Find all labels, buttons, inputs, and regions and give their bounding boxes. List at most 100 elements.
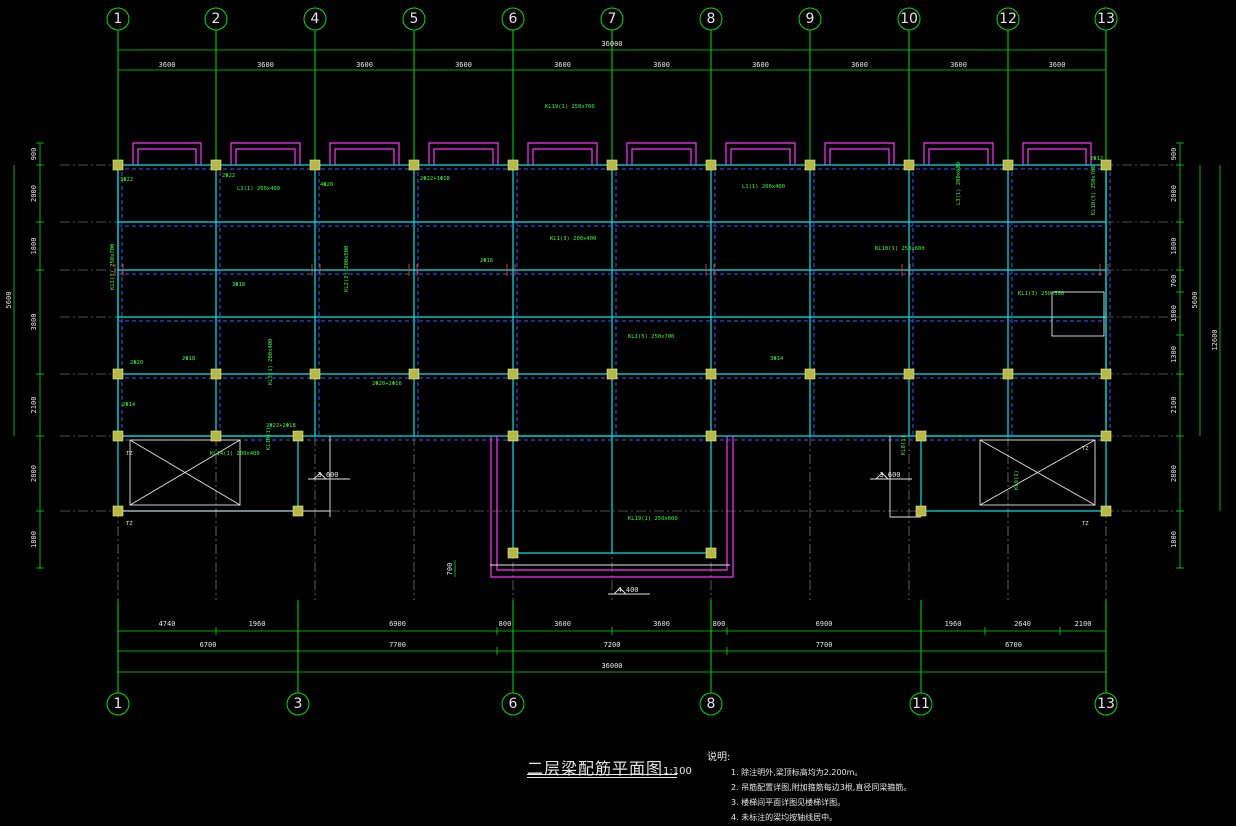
column [705,430,717,442]
notes-title: 说明: [707,752,731,763]
dim-span-top: 3600 [653,61,670,69]
beam-annotation: KL1(5) 250x700 [628,334,674,340]
balcony-outline [1027,148,1087,165]
axis-bubble [303,7,327,31]
dim-right-total: 12600 [1211,329,1219,350]
beam-annotation: KL18(3) 250x700 [1091,165,1097,215]
beam-annotation: 2Φ14 [122,402,136,408]
column [408,368,420,380]
axis-bubble [699,692,723,716]
dim-span-bottom: 800 [499,620,512,628]
dim-span-bottom: 4740 [159,620,176,628]
axis-bubble [204,7,228,31]
drawing-notes: 说明: 1. 除注明外,梁顶标高均为2.200m。 2. 吊筋配置详图,附加箍筋… [707,750,911,825]
shaft-opening [1051,291,1105,337]
dim-span-bottom: 6900 [816,620,833,628]
dim-right: 900 [1170,148,1178,161]
dim-span-bottom: 2100 [1075,620,1092,628]
balcony-outline [527,142,598,165]
drawing-title-text: 二层梁配筋平面图 [527,759,664,778]
beam-annotation: L1(1) 200x400 [742,184,785,190]
beam-annotation: 3Φ14 [770,356,784,362]
beam-annotation: 2Φ22+1Φ18 [420,176,450,182]
column [705,368,717,380]
beam-annotation: KL3(1) 200x400 [268,339,274,385]
column [210,159,222,171]
axis-number: 6 [509,696,518,712]
dim-right: 2800 [1170,465,1178,482]
beam-annotation: KL19(1) 250x600 [628,516,678,522]
axis-number: 13 [1097,696,1115,712]
column [903,368,915,380]
axis-bubble [897,7,921,31]
stair-wing-right [920,435,1107,512]
beam-annotation: KL1(3) 200x400 [550,236,596,242]
balcony-outline [132,142,202,165]
entrance-outline [490,436,734,578]
dim-left: 1800 [30,238,38,255]
dim-right: 2100 [1170,397,1178,414]
dim-total-bottom: 36000 [601,662,622,670]
dim-left: 1800 [30,531,38,548]
dim-span-bottom: 3600 [554,620,571,628]
column [309,368,321,380]
elevation-value: 3.600 [879,471,900,479]
balcony-outline [235,148,296,165]
elevation-triangle [313,472,327,480]
dim-span-bottom: 6700 [1005,641,1022,649]
beam-annotation: 3Φ18 [232,282,245,288]
axis-bubble [996,7,1020,31]
dim-span-bottom: 6900 [389,620,406,628]
balcony-outline [532,148,593,165]
axis-number: 10 [900,11,918,27]
stair-cross [129,439,241,506]
column [210,368,222,380]
balcony-outline [631,148,692,165]
drawing-title: 二层梁配筋平面图1:100 [527,755,692,779]
elevation-triangle [875,472,889,480]
column [507,547,519,559]
beam-annotation: KL1(3) 250x500 [1018,291,1064,297]
beam-annotation: 2Φ12 [1090,156,1103,162]
axis-number: 12 [999,11,1017,27]
column [1100,368,1112,380]
beam-annotation: TZ [1082,446,1089,452]
dim-left: 3800 [30,314,38,331]
axis-number: 3 [294,696,303,712]
dim-left: 2100 [30,397,38,414]
balcony-outline [329,142,400,165]
axis-bubble [798,7,822,31]
beam-annotation: 2Φ20+2Φ16 [372,381,402,387]
dim-right: 1800 [1170,305,1178,322]
dim-left: 2000 [30,185,38,202]
dim-span-bottom: 800 [713,620,726,628]
axis-number: 6 [509,11,518,27]
dim-span-bottom: 7700 [389,641,406,649]
beam-annotation: 2Φ20 [130,360,143,366]
column [915,505,927,517]
dim-span-top: 3600 [1049,61,1066,69]
balcony-outline [230,142,301,165]
note-2: 2. 吊筋配置详图,附加箍筋每边3根,直径同梁箍筋。 [731,783,912,792]
axis-number: 13 [1097,11,1115,27]
column [705,159,717,171]
dim-span-top: 3600 [455,61,472,69]
axis-bubble [402,7,426,31]
balcony-outline [428,142,499,165]
axis-bubble [1094,692,1118,716]
axis-number: 5 [410,11,419,27]
beam-annotation: TZ [126,521,133,527]
dim-span-top: 3600 [356,61,373,69]
column [112,368,124,380]
dim-total-top: 36000 [601,40,622,48]
beam-annotation: 2Φ22 [222,173,235,179]
beam-annotation: KL10(1) [266,427,272,450]
elevation-value: 3.600 [317,471,338,479]
stair-box [979,439,1096,506]
column [292,430,304,442]
axis-number: 1 [114,11,123,27]
dim-span-top: 3600 [851,61,868,69]
dim-left: 900 [30,148,38,161]
beam-annotation: KL8(1) [901,435,907,455]
axis-number: 11 [912,696,930,712]
